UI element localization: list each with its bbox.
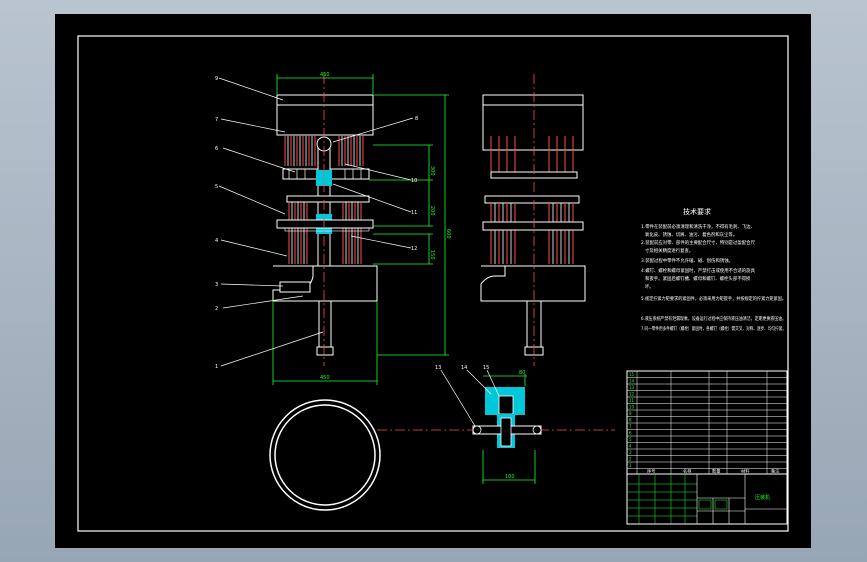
note-line-7: 和扳手。紧固后螺钉槽、螺母和螺钉、螺栓头部不得损 [645,275,751,282]
front-view: 450 600 300 200 150 450 9 7 8 6 5 4 [215,72,451,385]
note-line-4: 寸及相关精度进行复查。 [645,247,693,254]
cad-drawing: 450 600 300 200 150 450 9 7 8 6 5 4 [77,35,789,532]
bom-row-num: 8 [629,418,632,423]
dim-top-width: 450 [320,72,330,78]
title-block: 压装机 [626,473,788,525]
bom-row-num: 10 [629,405,635,410]
cad-viewport[interactable]: 450 600 300 200 150 450 9 7 8 6 5 4 [55,14,811,548]
callout-13: 13 [435,365,441,371]
side-view [480,74,586,366]
ring-view [269,399,381,511]
note-line-8: 坏。 [645,283,654,290]
bom-row-num: 5 [629,437,632,442]
note-line-2: 氧化皮、锈蚀、切屑、油污、着色剂和灰尘等。 [645,231,737,238]
note-line-6: 4.螺钉、螺栓和螺母紧固时，严禁打击或使用不合适的旋具 [641,267,756,274]
callout-4: 4 [215,238,218,244]
dim-detail-top: 80 [519,370,525,376]
note-line-5: 3.装配过程中零件不允许磕、碰、划伤和锈蚀。 [641,257,733,264]
callout-11: 11 [411,210,417,216]
bom-header-num: 序号 [647,468,655,475]
bom-row-num: 12 [629,392,635,397]
bom-row-num: 13 [629,385,635,390]
bom-row-num: 7 [629,424,632,429]
callout-12: 12 [411,246,417,252]
drawing-frame [77,35,789,532]
dim-c: 150 [429,250,435,260]
callout-1: 1 [215,364,218,370]
bom-row-num: 3 [629,450,632,455]
notes-title: 技术要求 [683,207,711,216]
bom-row-num: 11 [629,398,635,403]
bom-header-name: 名称 [683,468,691,475]
dim-overall-height: 600 [445,229,451,239]
note-line-10: 6.液压系统严禁有泄漏现象，设备运行过程中应保持液压油清洁，定期更换液压油。 [641,315,786,322]
bom-row-num: 15 [629,372,635,377]
dim-base-width: 450 [320,375,330,381]
bom-row-num: 14 [629,379,635,384]
bom-row-num: 9 [629,411,632,416]
detail-view: 100 80 13 14 15 [435,365,542,484]
callout-9: 9 [215,76,218,82]
bom-row-num: 2 [629,457,632,462]
bom-row-num: 1 [629,463,632,468]
callout-2: 2 [215,306,218,312]
bom-row-num: 6 [629,431,632,436]
callout-15: 15 [483,365,489,371]
note-line-9: 5.规定拧紧力矩要求的紧固件，必须采用力矩扳手，并按规定的拧紧力矩紧固。 [641,295,786,302]
note-line-3: 2.装配前应对零、部件的主要配合尺寸，特别是过盈配合尺 [641,239,756,246]
note-line-11: 7.同一零件用多件螺钉（螺栓）紧固时，各螺钉（螺栓）需交叉、对称、逐步、均匀拧紧… [641,325,786,332]
callout-14: 14 [461,365,467,371]
technical-notes: 技术要求 1.零件在装配前必须清理和清洗干净，不得有毛刺、飞边、 氧化皮、锈蚀、… [641,207,786,332]
bom-header-remark: 备注 [771,468,780,475]
note-line-1: 1.零件在装配前必须清理和清洗干净，不得有毛刺、飞边、 [641,223,755,230]
dim-b: 200 [429,206,435,216]
callout-6: 6 [215,146,218,152]
dim-detail-width: 100 [505,474,515,480]
bom-header-qty: 数量 [712,468,720,475]
callout-7: 7 [215,117,218,123]
dim-a: 300 [429,166,435,176]
callout-10: 10 [411,178,417,184]
callout-5: 5 [215,184,218,190]
callout-3: 3 [215,282,218,288]
drawing-name: 压装机 [755,494,770,501]
bom-row-num: 4 [629,444,632,449]
bom-header-material: 材料 [741,468,750,475]
callout-8: 8 [415,116,418,122]
bom-table: 15 14 13 12 11 10 9 8 7 6 5 4 3 2 1 序号 名… [626,370,788,475]
